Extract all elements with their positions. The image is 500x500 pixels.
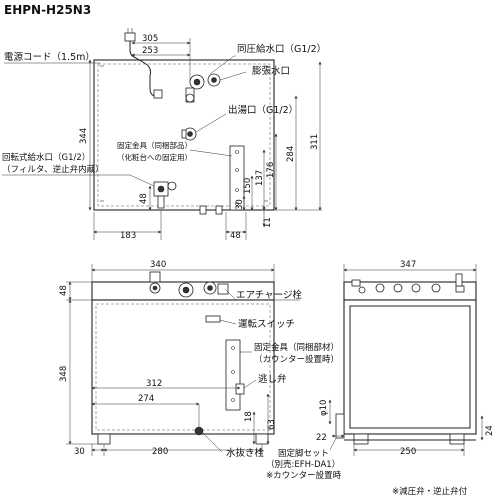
front-top-fittings — [149, 271, 229, 298]
label-fixing-leg-2: （別売:EFH-DA1） — [266, 459, 340, 470]
fixing-leg — [335, 413, 476, 445]
dim-phi10: φ10 — [319, 400, 329, 416]
dim-348: 348 — [59, 366, 69, 382]
front-view: エアチャージ栓 運転スイッチ 固定金具（同梱部材） （カウンター設置時） 逃し弁… — [59, 260, 339, 459]
dim-183: 183 — [120, 231, 136, 241]
inlet-fitting-top — [185, 73, 221, 103]
cord-label: 電源コード（1.5m） — [4, 51, 95, 63]
dim-274: 274 — [138, 394, 154, 404]
label-hot-outlet: 出湯口（G1/2） — [228, 104, 298, 116]
dim-176: 176 — [266, 162, 276, 178]
dim-30-top: 30 — [235, 199, 245, 210]
dim-48-left: 48 — [139, 193, 149, 204]
dim-150: 150 — [243, 178, 253, 194]
dim-312: 312 — [146, 379, 162, 389]
label-rotary-inlet-2: （フィルタ、逆止弁内蔵） — [2, 164, 104, 175]
label-fixing-bracket-2: （カウンター設置時） — [254, 354, 339, 365]
dim-280: 280 — [152, 447, 168, 457]
label-relief-valve: 逃し弁 — [258, 373, 287, 385]
label-run-switch: 運転スイッチ — [238, 319, 295, 330]
dim-18: 18 — [244, 411, 254, 422]
dim-250: 250 — [400, 447, 416, 457]
dim-284: 284 — [286, 146, 296, 162]
dim-344: 344 — [79, 128, 89, 144]
top-view: 電源コード（1.5m） 305 253 同圧給水口（G1/2） 膨張水口 出湯 — [2, 28, 326, 241]
run-switch — [205, 315, 221, 323]
dim-11: 11 — [263, 217, 273, 228]
dim-22: 22 — [316, 433, 327, 443]
label-fixing-leg: 固定脚セット — [278, 448, 329, 459]
dim-24: 24 — [485, 425, 495, 436]
label-fixing-leg-3: ※カウンター設置時 — [266, 470, 342, 481]
hot-outlet-fitting — [181, 127, 197, 141]
dim-48-top: 48 — [59, 285, 69, 296]
dim-305: 305 — [142, 34, 158, 44]
dim-253: 253 — [142, 46, 158, 56]
dim-340: 340 — [150, 260, 166, 270]
front-view-body — [91, 299, 275, 435]
label-fixing-bracket-top: 固定金具（同梱部品） — [117, 140, 192, 150]
dim-311: 311 — [310, 134, 320, 150]
dim-63: 63 — [267, 419, 277, 430]
side-view-body — [343, 299, 477, 435]
label-rotary-inlet: 回転式給水口（G1/2） — [2, 152, 90, 163]
label-inlet-same-pressure: 同圧給水口（G1/2） — [237, 43, 326, 55]
dim-137: 137 — [255, 170, 265, 186]
dim-48-bottom: 48 — [230, 231, 241, 241]
fixing-bracket-top — [229, 145, 245, 211]
dim-30-front: 30 — [74, 447, 85, 457]
side-view: 347 φ10 22 24 250 固定脚セット （別売:EFH-DA1） ※カ… — [266, 260, 495, 481]
label-expansion-outlet: 膨張水口 — [252, 65, 290, 77]
dim-347: 347 — [400, 260, 416, 270]
label-drain-plug: 水抜き栓 — [226, 447, 265, 459]
footnote: ※減圧弁・逆止弁付 — [392, 486, 468, 497]
rotary-inlet-fitting — [153, 181, 177, 209]
drain-plug — [194, 426, 204, 436]
label-fixing-bracket-top-2: （化粧台への固定用） — [117, 152, 192, 162]
side-top-fittings — [351, 273, 465, 294]
label-air-charge: エアチャージ栓 — [236, 289, 303, 301]
fixing-bracket-front — [225, 339, 241, 411]
model-title: EHPN-H25N3 — [4, 3, 91, 17]
label-fixing-bracket: 固定金具（同梱部材） — [254, 342, 339, 353]
power-cord — [124, 28, 163, 99]
